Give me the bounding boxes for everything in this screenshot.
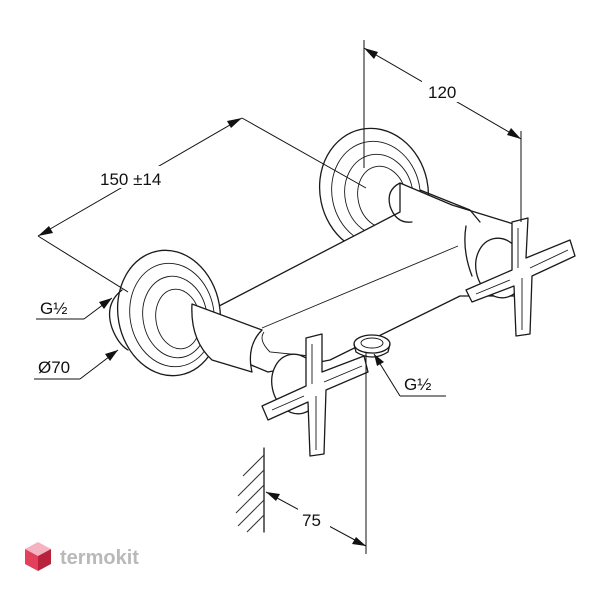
wall-hatch xyxy=(235,447,265,533)
connection-sleeve xyxy=(191,303,263,373)
right-cross-handle xyxy=(465,217,576,337)
watermark-text: termokit xyxy=(60,547,139,569)
thread-left-label: G½ xyxy=(40,299,67,318)
mixer-body xyxy=(195,182,521,373)
dimension-75: 75 xyxy=(265,352,367,554)
watermark: termokit xyxy=(25,542,139,571)
dimension-75-label: 75 xyxy=(302,511,321,530)
dimension-150-label: 150 ±14 xyxy=(100,170,161,189)
diameter-label: Ø70 xyxy=(38,358,70,377)
dimension-120-label: 120 xyxy=(428,83,456,102)
termokit-logo-icon xyxy=(25,542,51,571)
leader-diameter: Ø70 xyxy=(34,349,119,380)
dimension-120: 120 xyxy=(363,40,522,222)
dimension-150: 150 ±14 xyxy=(37,117,367,293)
thread-bottom-label: G½ xyxy=(404,375,431,394)
bottom-outlet xyxy=(353,334,391,358)
left-cross-handle xyxy=(261,333,369,457)
leader-thread-bottom: G½ xyxy=(373,353,446,397)
leader-thread-left: G½ xyxy=(36,297,113,320)
